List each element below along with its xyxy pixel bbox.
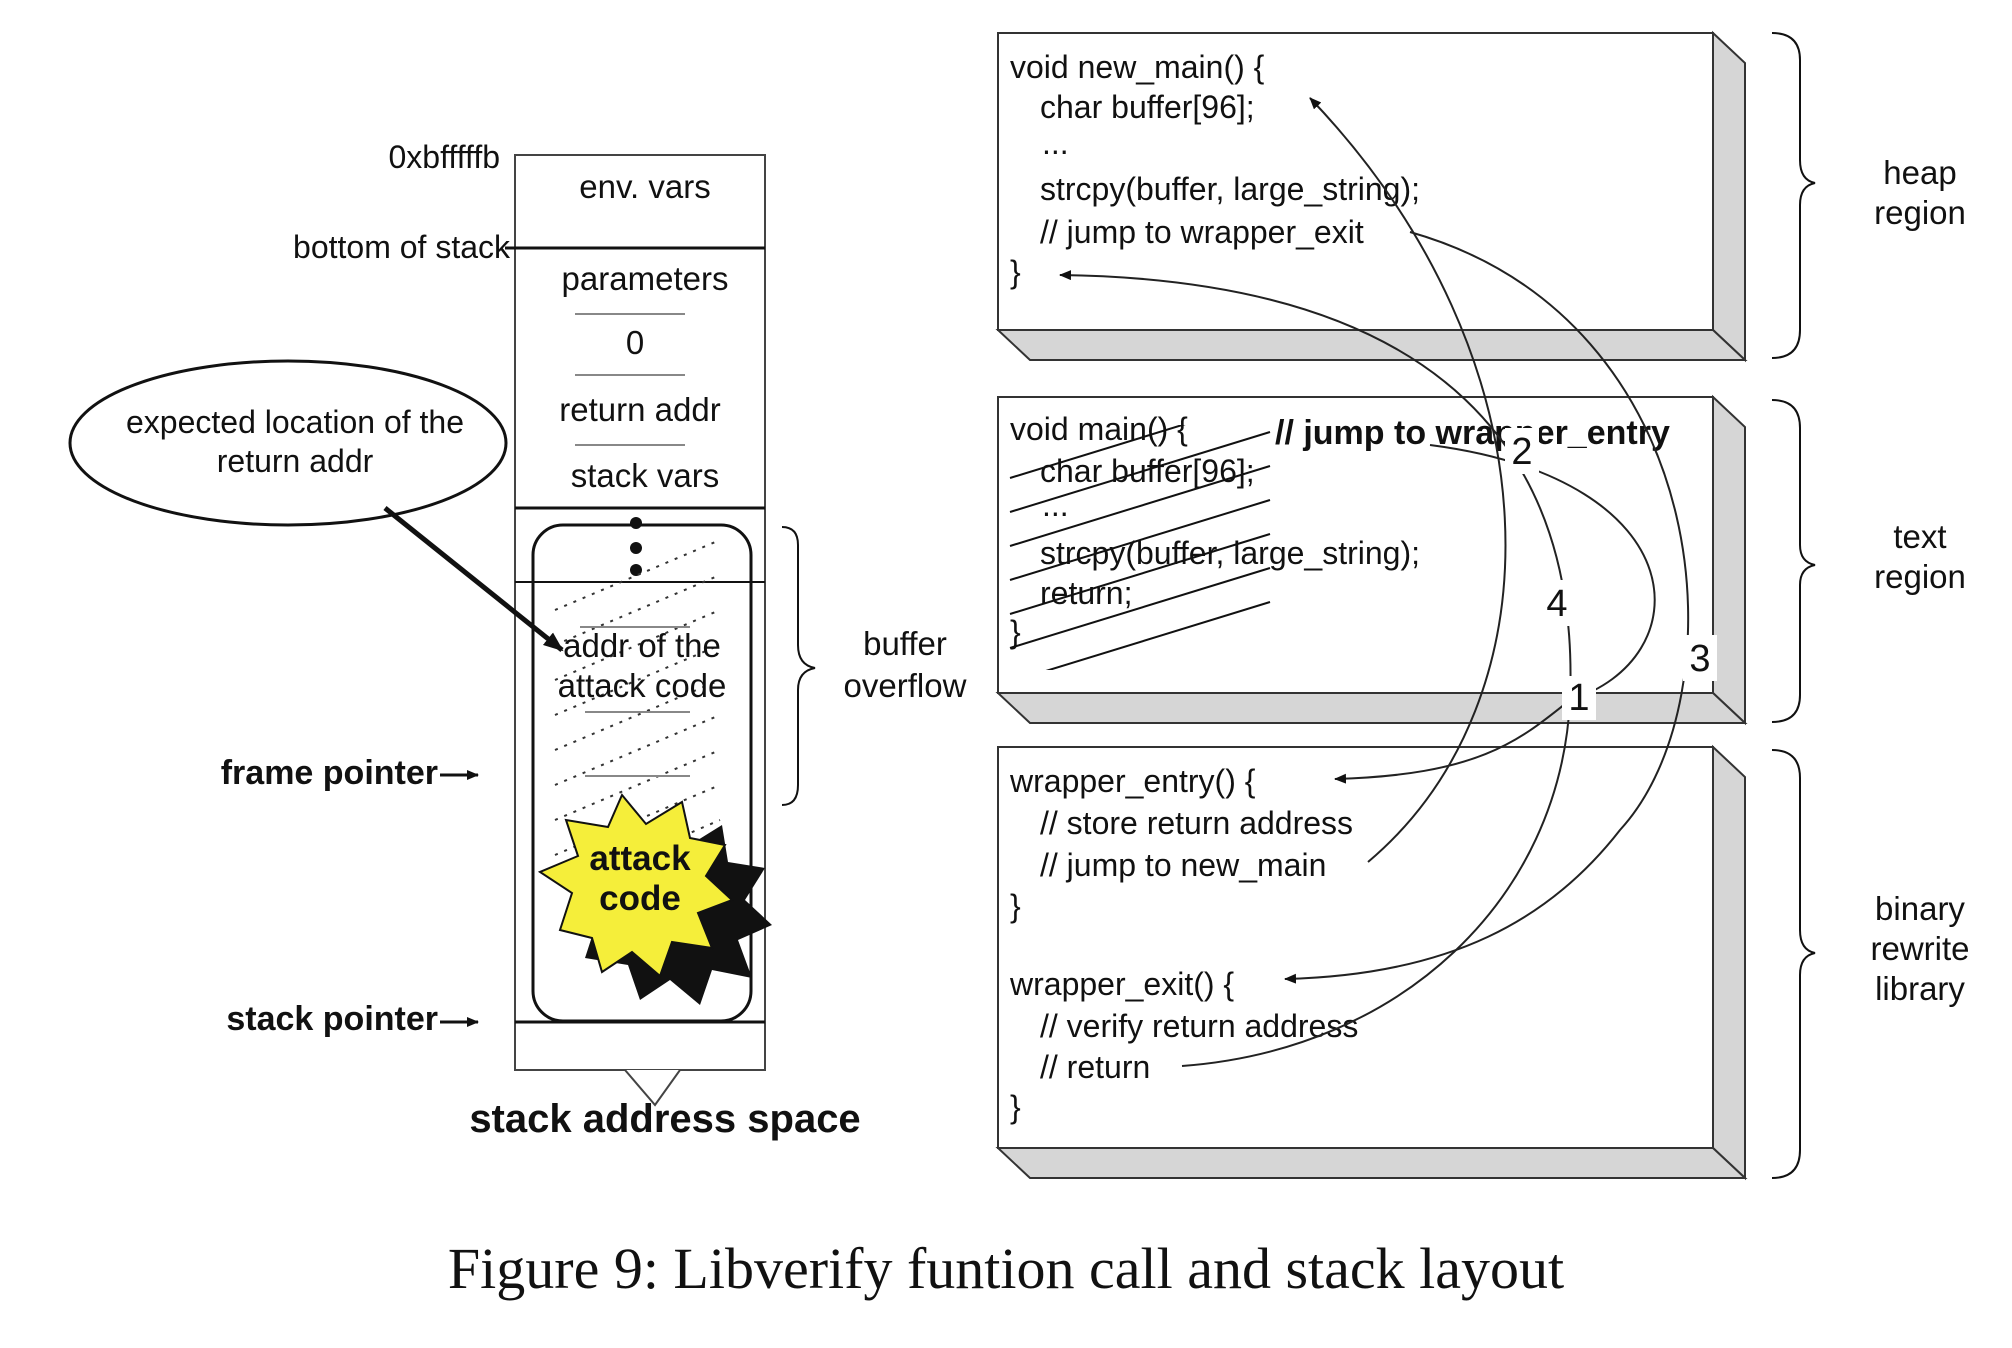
stack-diagram: env. vars parameters 0 return addr stack… [68, 139, 967, 1141]
text-region-label-1: text [1893, 518, 1946, 555]
ellipsis-dot [630, 542, 642, 554]
stack-pointer-label: stack pointer [226, 1000, 438, 1038]
stack-address-space-label: stack address space [469, 1097, 860, 1141]
library-region-label-1: binary [1875, 890, 1965, 927]
library-region-brace [1771, 749, 1816, 1179]
stack-cell-stack-vars: stack vars [571, 457, 720, 494]
heap-code-line: strcpy(buffer, large_string); [1040, 171, 1420, 207]
text-code-line: void main() { [1010, 411, 1188, 447]
library-region-label-2: rewrite [1870, 930, 1969, 967]
text-code-line: strcpy(buffer, large_string); [1040, 535, 1420, 571]
lib-code-line: // return [1040, 1049, 1150, 1085]
arrow-number-3: 3 [1689, 638, 1710, 680]
lib-code-line: } [1010, 1089, 1021, 1125]
attack-code-label-1: attack [589, 839, 691, 878]
buffer-overflow-label-2: overflow [844, 667, 967, 704]
figure-caption: Figure 9: Libverify funtion call and sta… [447, 1236, 1565, 1301]
text-region-brace [1771, 399, 1816, 723]
heap-code-line: } [1010, 254, 1021, 290]
buffer-overflow-label-1: buffer [863, 625, 947, 662]
attack-addr-label-1: addr of the [563, 627, 721, 664]
lib-code-line: // jump to new_main [1040, 847, 1326, 883]
lib-code-line: // store return address [1040, 805, 1353, 841]
heap-region-label-1: heap [1883, 154, 1956, 191]
stack-cell-return-addr: return addr [559, 391, 720, 428]
heap-code-line: // jump to wrapper_exit [1040, 214, 1364, 250]
stack-cell-parameters: parameters [562, 260, 729, 297]
heap-code-line: ... [1042, 125, 1069, 161]
heap-region-label-2: region [1874, 194, 1966, 231]
library-box [995, 744, 1748, 1181]
callout-label-2: return addr [217, 443, 374, 479]
heap-code-line: char buffer[96]; [1040, 89, 1255, 125]
bottom-of-stack-label: bottom of stack [293, 229, 511, 265]
text-box [995, 394, 1748, 726]
attack-code-burst [537, 793, 734, 978]
arrow-1-path [1334, 444, 1656, 784]
text-code-line: } [1010, 614, 1021, 650]
arrow-number-1: 1 [1568, 677, 1589, 719]
buffer-overflow-brace [781, 526, 816, 806]
heap-code-line: void new_main() { [1010, 49, 1265, 85]
library-region-label-3: library [1875, 970, 1965, 1007]
callout-label-1: expected location of the [126, 404, 464, 440]
text-region-label-2: region [1874, 558, 1966, 595]
frame-pointer-label: frame pointer [221, 754, 438, 792]
lib-code-line: // verify return address [1040, 1008, 1358, 1044]
text-code-line: char buffer[96]; [1040, 453, 1255, 489]
heap-box [995, 30, 1748, 363]
attack-code-label-2: code [599, 879, 681, 918]
stack-cell-env-vars: env. vars [579, 168, 710, 205]
arrow-number-2: 2 [1511, 431, 1532, 473]
lib-code-line: wrapper_entry() { [1009, 763, 1256, 799]
jump-to-wrapper-entry-comment: // jump to wrapper_entry [1275, 414, 1670, 452]
stack-top-address: 0xbfffffb [388, 139, 500, 175]
memory-regions: void new_main() { char buffer[96]; ... s… [995, 30, 1970, 1181]
attack-addr-label-2: attack code [558, 667, 727, 704]
callout-arrow [383, 506, 564, 652]
arrow-2-path [1309, 97, 1507, 863]
arrow-number-4: 4 [1546, 583, 1567, 625]
heap-region-brace [1771, 32, 1816, 359]
struck-out-main-hatching [1009, 425, 1271, 670]
stack-cell-zero: 0 [626, 324, 644, 361]
return-addr-callout [68, 359, 508, 527]
ellipsis-dot [630, 564, 642, 576]
ellipsis-dot [630, 517, 642, 529]
lib-code-line: wrapper_exit() { [1009, 966, 1234, 1002]
stack-bottom-notch [515, 1069, 765, 1107]
lib-code-line: } [1010, 888, 1021, 924]
text-code-line: ... [1042, 487, 1069, 523]
